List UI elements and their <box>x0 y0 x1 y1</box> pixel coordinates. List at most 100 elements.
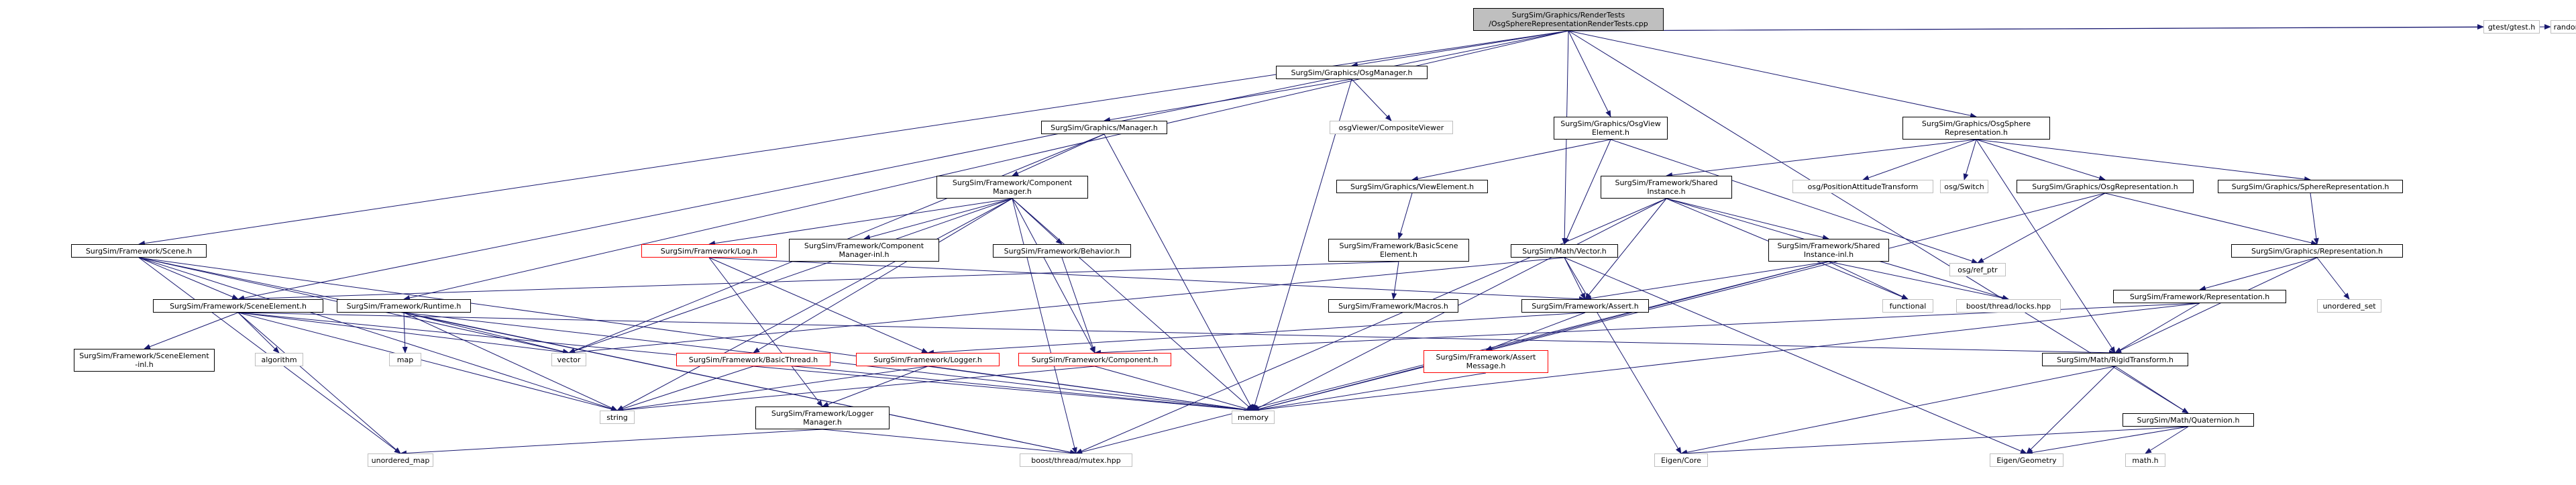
graph-node-label: SurgSim/Framework/Logger.h <box>873 355 982 364</box>
graph-node-functional[interactable]: functional <box>1882 299 1933 313</box>
graph-node-logger[interactable]: SurgSim/Framework/Logger.h <box>856 353 1000 366</box>
edge-sharedinstanceinl-to-memory <box>1252 261 1829 412</box>
edge-representation-to-rigidtransform <box>2114 257 2318 354</box>
graph-node-label: SurgSim/Framework/SceneElement.h <box>170 301 307 311</box>
graph-node-label: random <box>2553 22 2576 32</box>
graph-node-rigidtransform[interactable]: SurgSim/Math/RigidTransform.h <box>2042 353 2188 366</box>
graph-node-map[interactable]: map <box>389 353 421 366</box>
edge-componentmanager-to-stdvector <box>568 198 1013 354</box>
graph-node-algorithm[interactable]: algorithm <box>255 353 303 366</box>
graph-node-label: osg/PositionAttitudeTransform <box>1807 182 1919 191</box>
graph-node-label: SurgSim/Framework/Shared Instance.h <box>1615 178 1718 196</box>
graph-node-label: osg/ref_ptr <box>1957 265 1998 274</box>
edge-graphicsmanager-to-memory <box>1104 133 1254 411</box>
graph-node-compositeviewer[interactable]: osgViewer/CompositeViewer <box>1330 121 1453 134</box>
edge-loggermanager-to-mutex <box>822 429 1077 456</box>
graph-node-label: SurgSim/Math/Vector.h <box>1522 246 1607 256</box>
edge-componentmanager-to-log <box>708 198 1013 246</box>
graph-node-unorderedset[interactable]: unordered_set <box>2317 299 2381 313</box>
edge-sceneelement-to-rigidtransform <box>237 312 2116 356</box>
edge-root-to-quaternion <box>1568 30 2189 414</box>
edge-componentmanager-to-basicthread <box>753 198 1013 354</box>
graph-node-frameworkrep[interactable]: SurgSim/Framework/Representation.h <box>2113 290 2286 303</box>
edge-osgsphererep-to-sharedinstance <box>1666 139 1977 178</box>
edge-vector-to-stdvector <box>568 257 1565 356</box>
edge-basicsceneelement-to-sceneelement <box>237 261 1399 302</box>
edge-osgrep-to-memory <box>1252 193 2106 412</box>
graph-node-compmgrinl[interactable]: SurgSim/Framework/Component Manager-inl.… <box>789 239 939 262</box>
edge-loggermanager-to-unorderedmap <box>400 429 823 456</box>
graph-node-osgswitch[interactable]: osg/Switch <box>1940 180 1988 193</box>
graph-node-log[interactable]: SurgSim/Framework/Log.h <box>641 244 777 258</box>
graph-node-label: string <box>606 413 628 422</box>
edge-osgmanager-to-memory <box>1252 78 1352 411</box>
edge-osgviewelement-to-osgrefptr <box>1610 139 1978 264</box>
graph-node-label: SurgSim/Framework/Macros.h <box>1338 301 1448 311</box>
edge-viewelement-to-basicsceneelement <box>1397 193 1413 239</box>
graph-node-label: SurgSim/Math/RigidTransform.h <box>2057 355 2174 364</box>
graph-node-eigencore[interactable]: Eigen/Core <box>1654 453 1708 467</box>
graph-node-sharedinstance[interactable]: SurgSim/Framework/Shared Instance.h <box>1601 176 1732 199</box>
graph-node-behavior[interactable]: SurgSim/Framework/Behavior.h <box>993 244 1131 258</box>
graph-node-componentmanager[interactable]: SurgSim/Framework/Component Manager.h <box>936 176 1088 199</box>
graph-node-label: vector <box>557 355 581 364</box>
graph-node-sharedinstanceinl[interactable]: SurgSim/Framework/Shared Instance-inl.h <box>1768 239 1889 262</box>
graph-node-eigengeometry[interactable]: Eigen/Geometry <box>1990 453 2063 467</box>
graph-node-locks[interactable]: boost/thread/locks.hpp <box>1956 299 2061 313</box>
graph-node-viewelement[interactable]: SurgSim/Graphics/ViewElement.h <box>1336 180 1488 193</box>
graph-node-posattxform[interactable]: osg/PositionAttitudeTransform <box>1792 180 1933 193</box>
graph-node-graphicsmanager[interactable]: SurgSim/Graphics/Manager.h <box>1041 121 1167 134</box>
edge-sceneelement-to-sceneelementinl <box>144 312 239 349</box>
graph-node-label: osg/Switch <box>1944 182 1984 191</box>
graph-node-osgrep[interactable]: SurgSim/Graphics/OsgRepresentation.h <box>2017 180 2194 193</box>
edge-behavior-to-component <box>1061 257 1095 354</box>
edge-osgsphererep-to-osgswitch <box>1963 139 1977 180</box>
edge-sharedinstance-to-assert <box>1585 198 1667 300</box>
graph-node-root[interactable]: SurgSim/Graphics/RenderTests /OsgSphereR… <box>1473 8 1664 31</box>
graph-node-label: osgViewer/CompositeViewer <box>1338 123 1444 132</box>
edge-logger-to-memory <box>927 366 1254 413</box>
graph-node-osgsphererep[interactable]: SurgSim/Graphics/OsgSphere Representatio… <box>1902 117 2050 140</box>
graph-node-basicthread[interactable]: SurgSim/Framework/BasicThread.h <box>676 353 830 366</box>
graph-node-label: map <box>396 355 414 364</box>
graph-node-assertmessage[interactable]: SurgSim/Framework/Assert Message.h <box>1424 350 1548 373</box>
edge-basicthread-to-string <box>616 366 754 412</box>
edge-runtime-to-map <box>402 312 408 354</box>
graph-node-macros[interactable]: SurgSim/Framework/Macros.h <box>1328 299 1458 313</box>
edge-osgsphererep-to-posattxform <box>1862 139 1977 180</box>
graph-node-runtime[interactable]: SurgSim/Framework/Runtime.h <box>337 299 471 313</box>
edge-spherrep-to-representation <box>2310 193 2319 245</box>
graph-node-label: SurgSim/Framework/Component.h <box>1031 355 1159 364</box>
graph-node-osgviewelement[interactable]: SurgSim/Graphics/OsgView Element.h <box>1554 117 1668 140</box>
graph-node-spherrep[interactable]: SurgSim/Graphics/SphereRepresentation.h <box>2218 180 2403 193</box>
graph-node-label: algorithm <box>261 355 297 364</box>
graph-node-representation[interactable]: SurgSim/Graphics/Representation.h <box>2231 244 2403 258</box>
graph-node-basicsceneelement[interactable]: SurgSim/Framework/BasicScene Element.h <box>1328 239 1469 262</box>
graph-node-stdvector[interactable]: vector <box>551 353 586 366</box>
edge-component-to-string <box>616 366 1095 413</box>
graph-node-sceneelement[interactable]: SurgSim/Framework/SceneElement.h <box>153 299 323 313</box>
graph-node-label: SurgSim/Graphics/SphereRepresentation.h <box>2231 182 2390 191</box>
graph-node-component[interactable]: SurgSim/Framework/Component.h <box>1018 353 1171 366</box>
graph-node-mathh[interactable]: math.h <box>2125 453 2165 467</box>
graph-node-assert[interactable]: SurgSim/Framework/Assert.h <box>1521 299 1649 313</box>
graph-node-loggermanager[interactable]: SurgSim/Framework/Logger Manager.h <box>755 407 890 429</box>
graph-node-mutex[interactable]: boost/thread/mutex.hpp <box>1020 453 1132 467</box>
graph-node-label: math.h <box>2132 455 2159 465</box>
edge-osgmanager-to-compositeviewer <box>1351 78 1392 121</box>
graph-node-gtest[interactable]: gtest/gtest.h <box>2483 20 2540 34</box>
edge-osgsphererep-to-spherrep <box>1976 139 2311 182</box>
graph-node-string[interactable]: string <box>600 411 635 424</box>
graph-node-label: SurgSim/Graphics/OsgManager.h <box>1291 68 1413 77</box>
graph-node-osgrefptr[interactable]: osg/ref_ptr <box>1949 263 2006 276</box>
graph-node-memory[interactable]: memory <box>1232 411 1275 424</box>
graph-node-unorderedmap[interactable]: unordered_map <box>368 453 433 467</box>
graph-node-label: gtest/gtest.h <box>2487 22 2536 32</box>
graph-node-osgmanager[interactable]: SurgSim/Graphics/OsgManager.h <box>1276 66 1428 79</box>
graph-node-scene[interactable]: SurgSim/Framework/Scene.h <box>71 244 207 258</box>
graph-node-quaternion[interactable]: SurgSim/Math/Quaternion.h <box>2123 413 2254 427</box>
graph-node-vector[interactable]: SurgSim/Math/Vector.h <box>1511 244 1618 258</box>
edge-vector-to-assert <box>1564 257 1586 300</box>
graph-node-random[interactable]: random <box>2551 20 2576 34</box>
graph-node-sceneelementinl[interactable]: SurgSim/Framework/SceneElement -inl.h <box>74 349 215 372</box>
